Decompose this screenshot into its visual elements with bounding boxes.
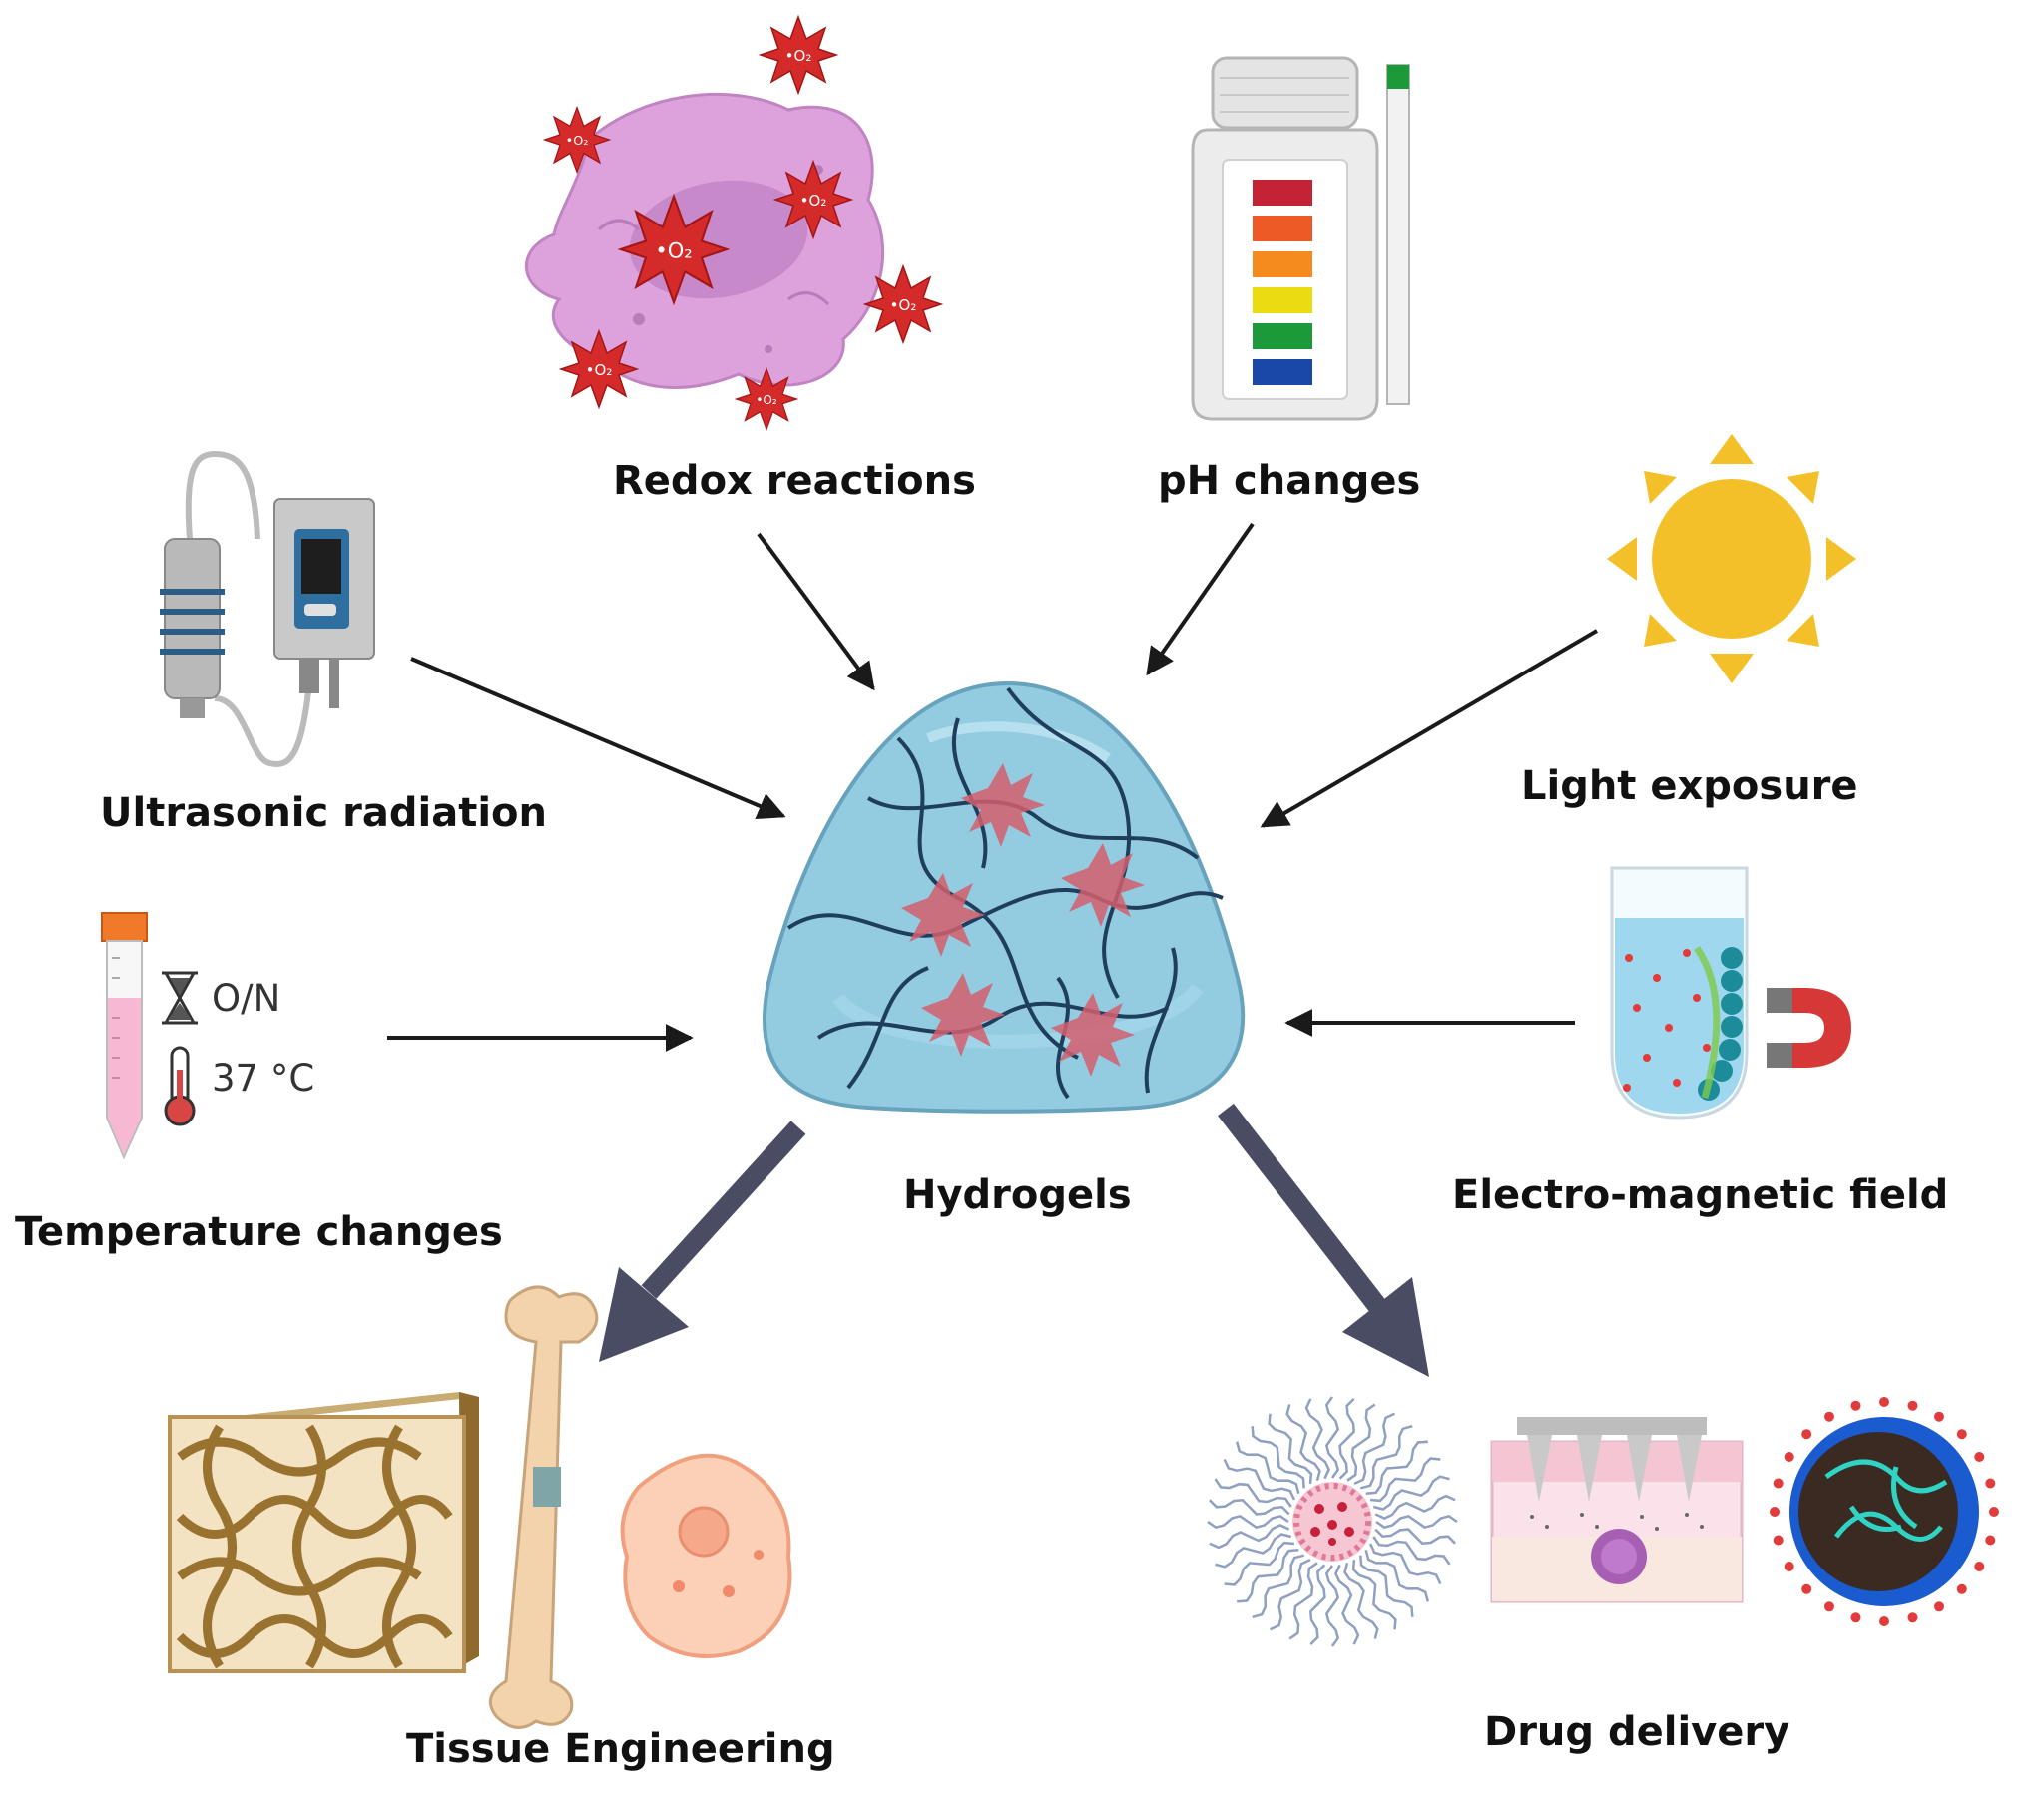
incubation-temperature: 37 °C xyxy=(212,1057,315,1100)
svg-text:•O₂: •O₂ xyxy=(785,47,812,65)
svg-text:•O₂: •O₂ xyxy=(655,238,692,262)
ultrasonic-label: Ultrasonic radiation xyxy=(100,790,547,836)
light-label: Light exposure xyxy=(1521,763,1858,809)
ph-arrow xyxy=(1146,522,1255,676)
ph-bottle-icon xyxy=(1191,56,1379,421)
ultrasound-device-icon xyxy=(160,450,375,767)
nanoparticle-icon xyxy=(1770,1397,1999,1626)
test-tube-magnet-icon xyxy=(1610,866,1851,1120)
ph-color-block xyxy=(1253,359,1312,385)
ph-color-block xyxy=(1253,216,1312,241)
long-bone-icon xyxy=(488,1285,599,1729)
radical-icon: •O₂ xyxy=(617,193,731,306)
centrifuge-tube-icon xyxy=(101,912,148,1160)
radical-icon: •O₂ xyxy=(542,105,612,175)
em-field-label: Electro-magnetic field xyxy=(1452,1172,1949,1218)
ph-label: pH changes xyxy=(1158,458,1421,504)
cell-icon xyxy=(620,1453,792,1658)
bone-scaffold-icon xyxy=(168,1392,479,1673)
radical-icon: •O₂ xyxy=(734,366,799,432)
ultrasonic-arrow xyxy=(410,657,786,820)
micelle-icon xyxy=(1207,1396,1458,1647)
radical-icons: •O₂ •O₂ •O₂ •O₂ •O₂ •O₂ •O₂ xyxy=(542,14,944,432)
svg-text:•O₂: •O₂ xyxy=(756,393,777,407)
radical-icon: •O₂ xyxy=(772,159,854,240)
hourglass-icon xyxy=(162,971,198,1025)
temperature-label: Temperature changes xyxy=(15,1209,503,1255)
incubation-time: O/N xyxy=(212,977,281,1020)
microneedle-patch-icon xyxy=(1490,1417,1744,1603)
thermometer-icon xyxy=(164,1046,196,1126)
radical-icon: •O₂ xyxy=(862,263,944,345)
hydrogel-icon xyxy=(763,680,1245,1114)
svg-text:•O₂: •O₂ xyxy=(800,192,827,210)
tissue-engineering-label: Tissue Engineering xyxy=(406,1726,835,1772)
light-arrow xyxy=(1260,629,1599,828)
stimulus-arrows xyxy=(387,522,1599,1052)
ph-color-block xyxy=(1253,323,1312,349)
ph-test-strip-icon xyxy=(1386,64,1410,405)
ph-color-scale xyxy=(1253,180,1312,385)
ph-color-block xyxy=(1253,180,1312,206)
radical-icon: •O₂ xyxy=(758,14,839,96)
tissue-output-arrow xyxy=(599,1121,806,1362)
svg-text:•O₂: •O₂ xyxy=(586,361,613,379)
ph-color-block xyxy=(1253,251,1312,277)
drug-output-arrow xyxy=(1218,1103,1429,1377)
drug-delivery-label: Drug delivery xyxy=(1484,1709,1790,1755)
redox-arrow xyxy=(757,532,875,691)
redox-label: Redox reactions xyxy=(613,458,976,504)
svg-text:•O₂: •O₂ xyxy=(566,134,589,149)
radical-icon: •O₂ xyxy=(558,328,640,410)
svg-text:•O₂: •O₂ xyxy=(890,296,917,314)
hydrogels-label: Hydrogels xyxy=(903,1172,1132,1218)
sun-icon xyxy=(1607,434,1856,683)
ph-color-block xyxy=(1253,287,1312,313)
